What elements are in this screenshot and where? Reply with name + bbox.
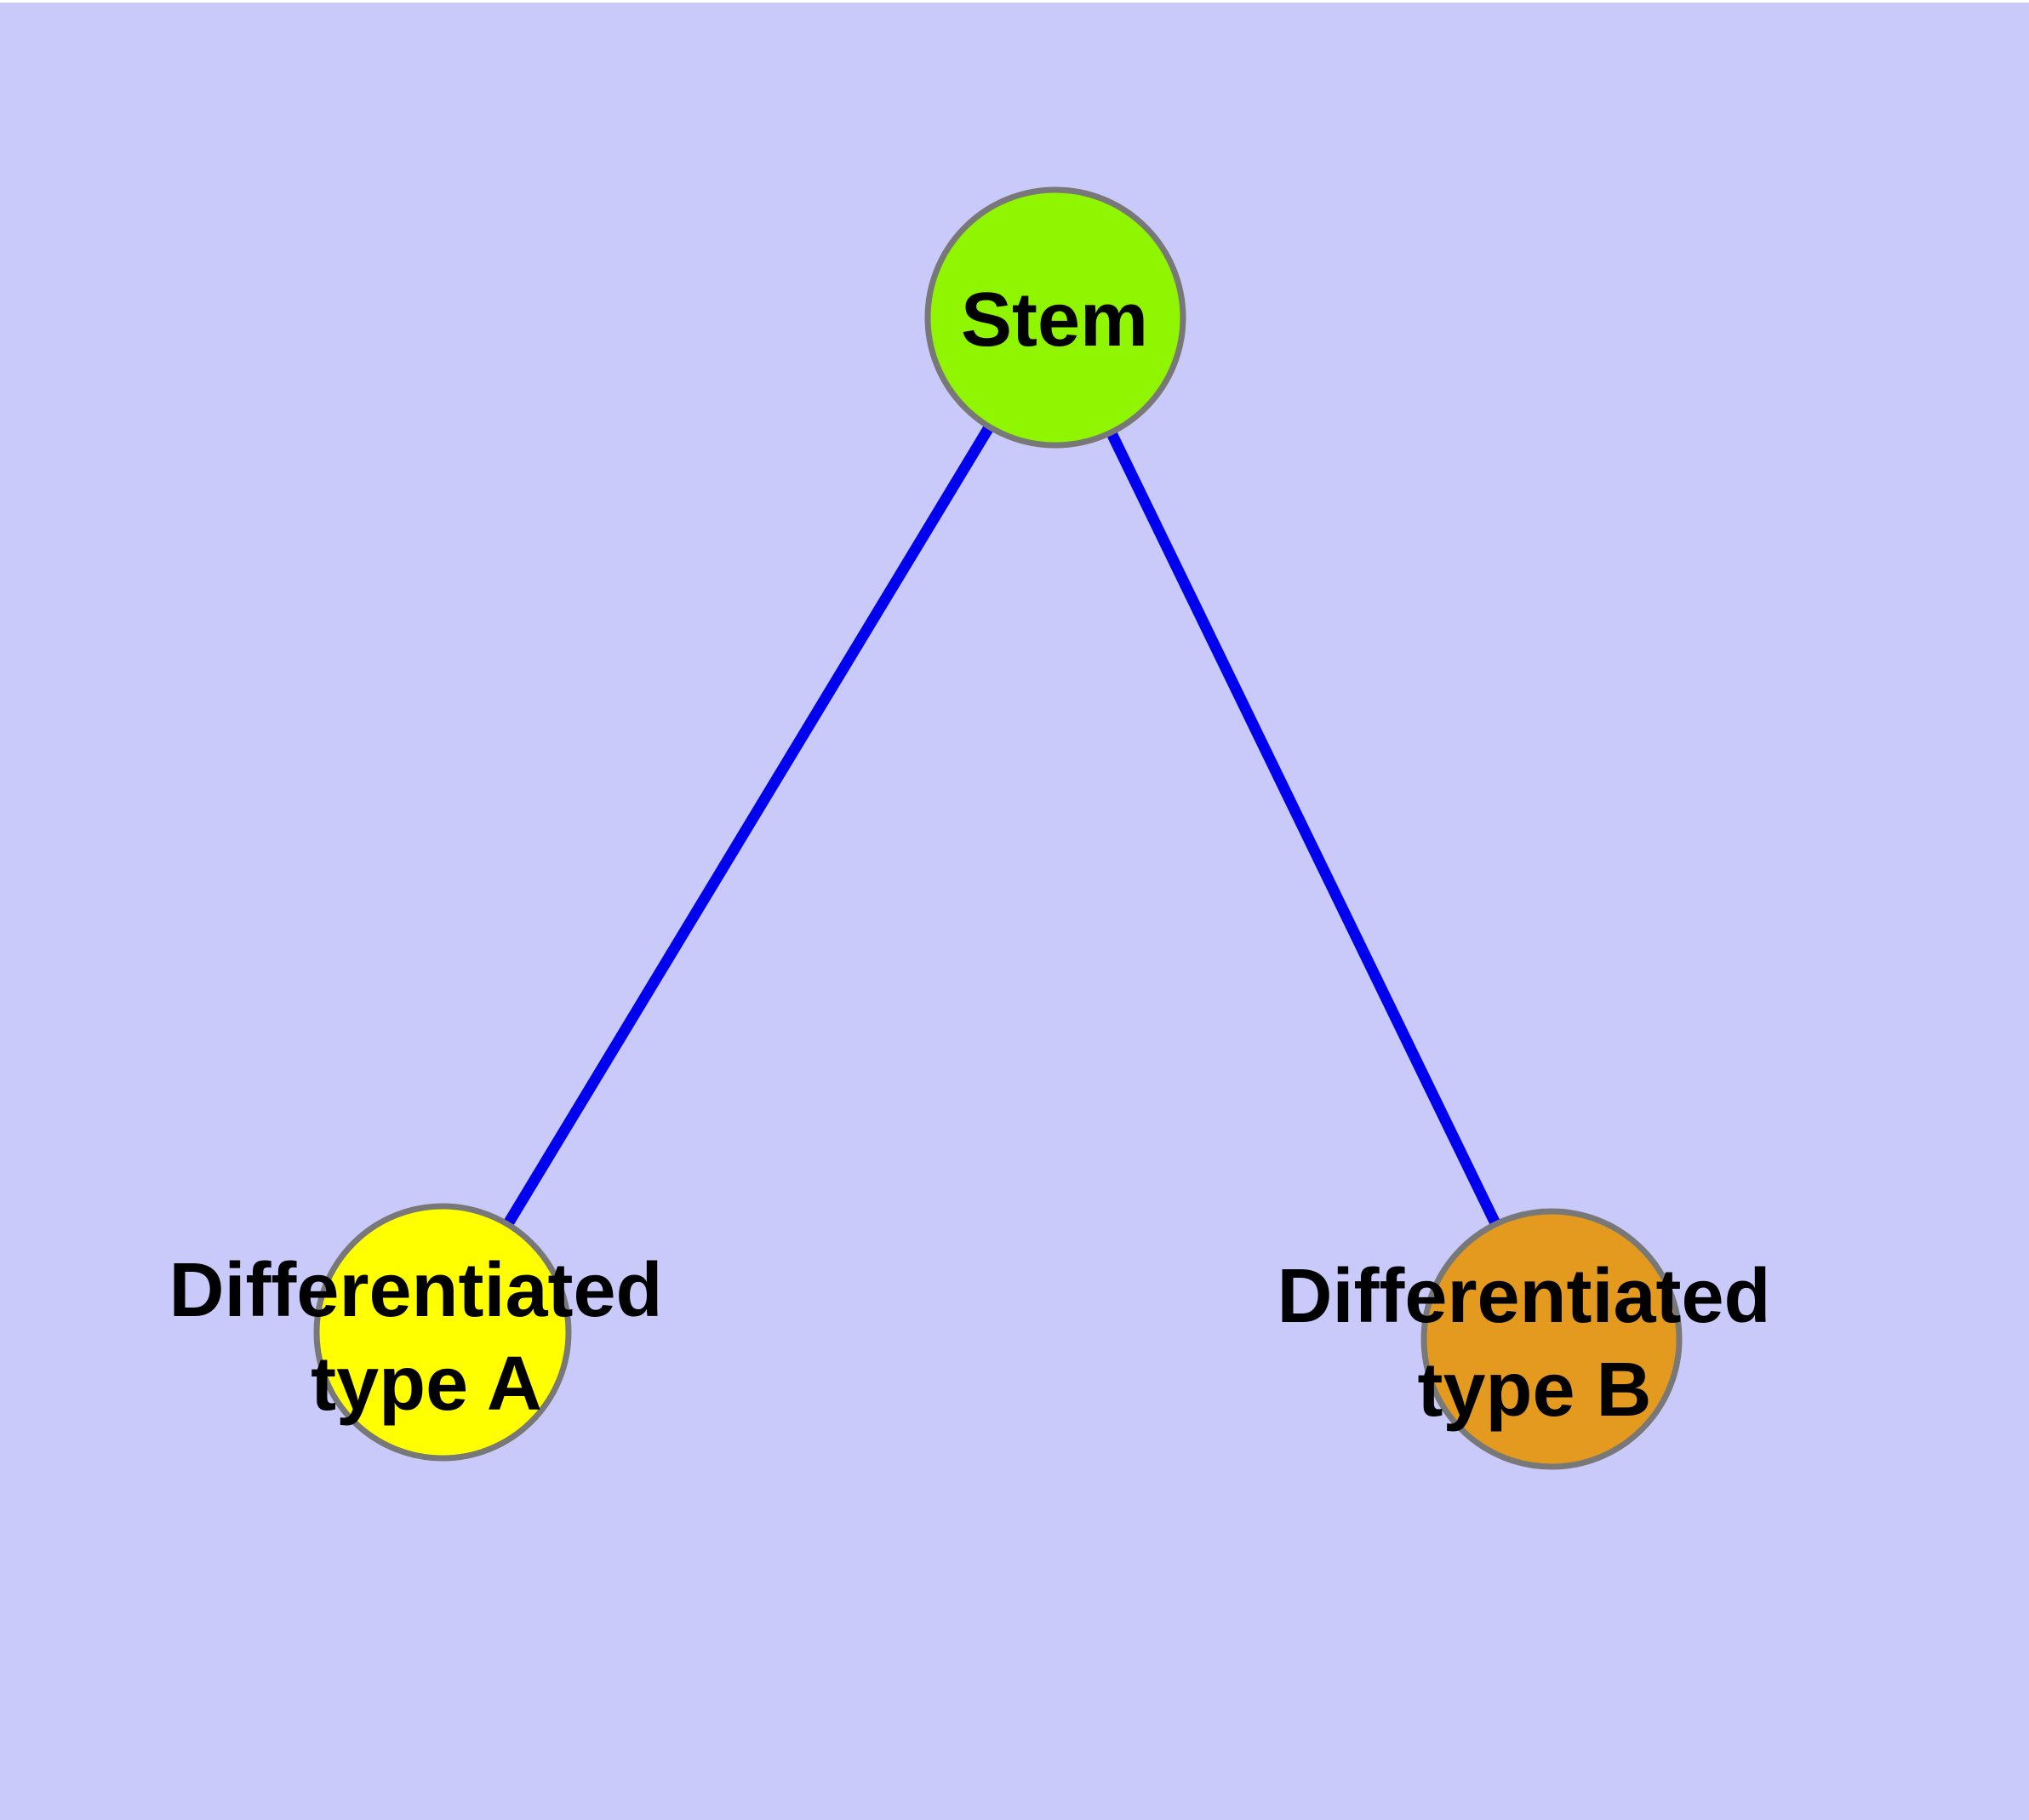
node-differentiated-type-b-label-line2: type B xyxy=(1417,1348,1651,1433)
node-differentiated-type-b-circle xyxy=(1420,1208,1683,1470)
top-edge-strip xyxy=(0,0,2029,3)
node-stem-circle xyxy=(924,186,1186,449)
node-differentiated-type-b-label-line1: Differentiated xyxy=(1277,1254,1770,1339)
edge-stem-to-type-a xyxy=(437,314,1060,1336)
node-stem-label-line: Stem xyxy=(961,278,1148,363)
node-differentiated-type-a-label-line1: Differentiated xyxy=(169,1248,662,1333)
node-stem-label: Stem xyxy=(961,278,1148,363)
node-differentiated-type-a-label-line2: type A xyxy=(311,1342,542,1427)
node-differentiated-type-a-label: Differentiated type A xyxy=(169,1248,683,1427)
node-differentiated-type-b-label: Differentiated type B xyxy=(1277,1254,1792,1433)
node-differentiated-type-a-circle xyxy=(313,1203,572,1462)
edge-stem-to-type-b xyxy=(1050,315,1557,1342)
